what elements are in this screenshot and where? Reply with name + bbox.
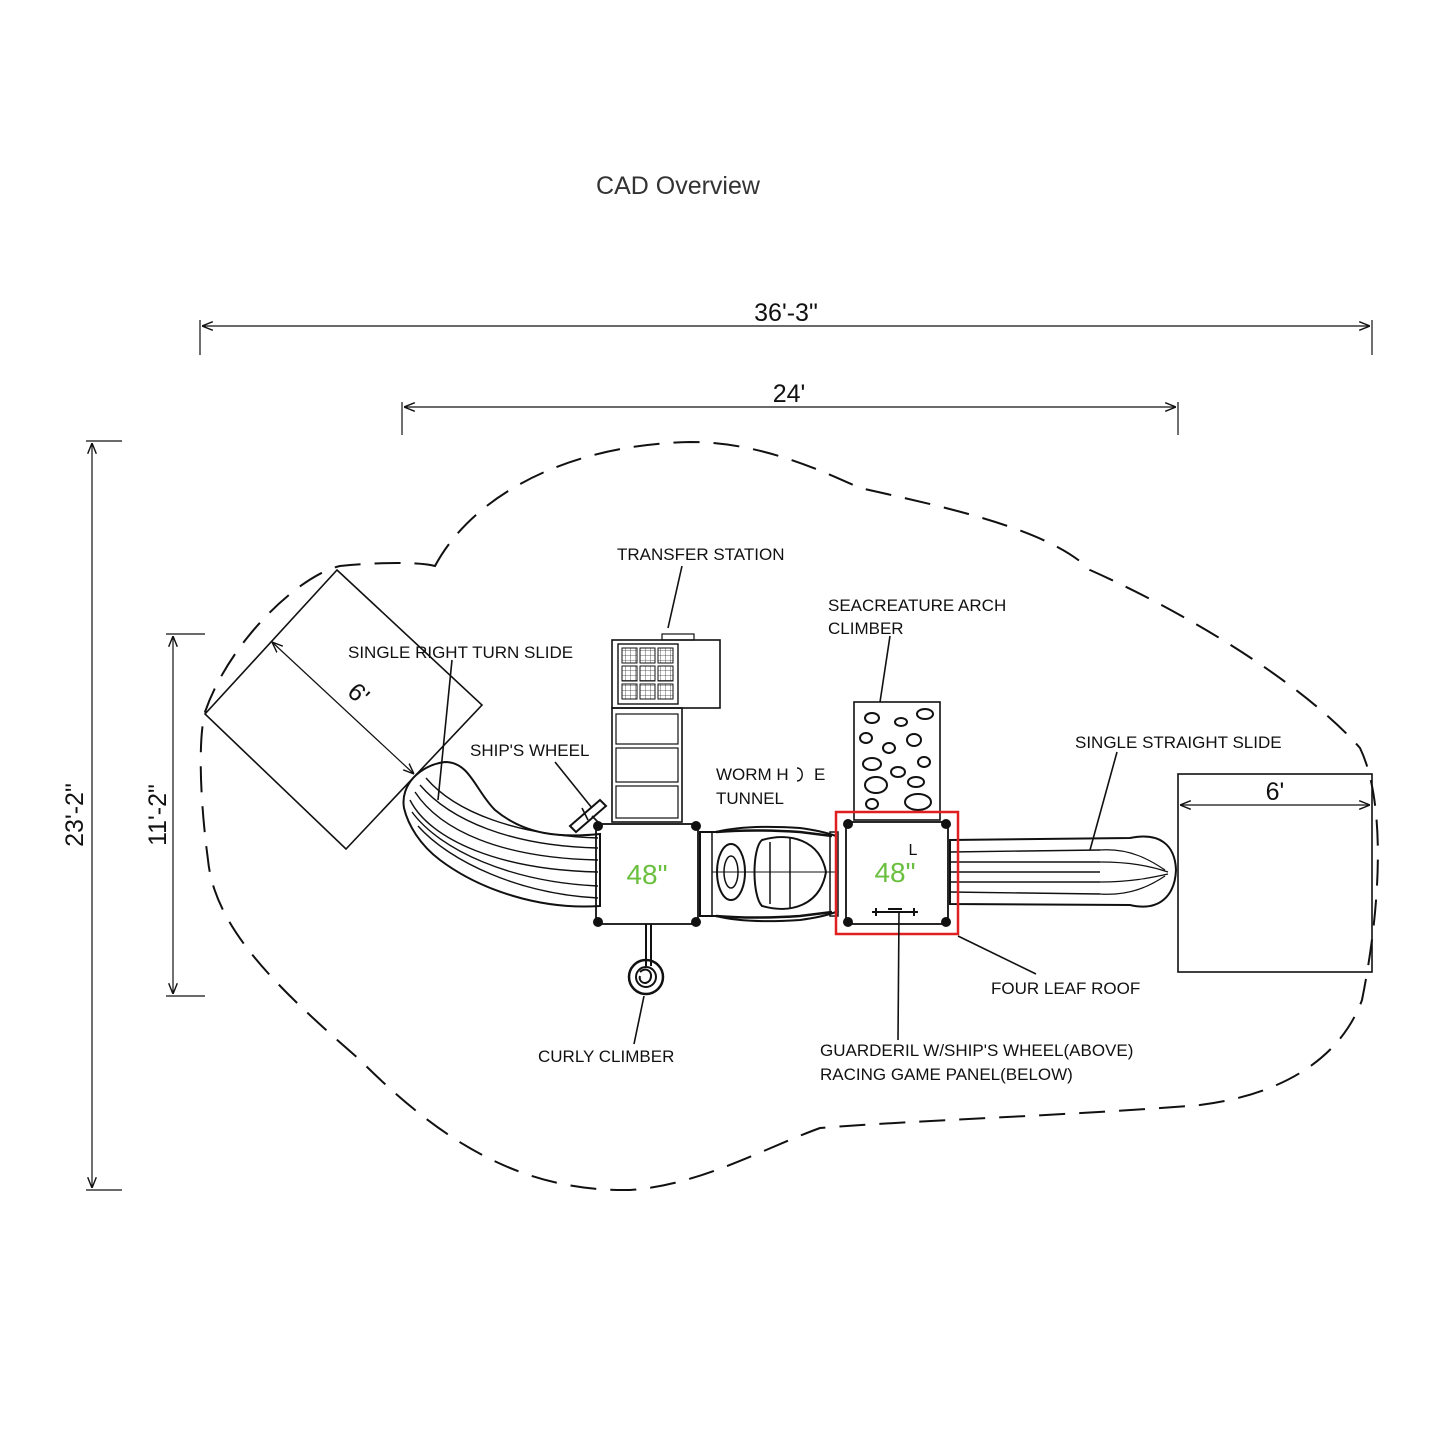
overall-width-label: 36'-3"	[754, 299, 818, 327]
inner-height-dimension: 11'-2"	[144, 633, 205, 997]
deck-right-mark: L	[909, 842, 918, 859]
four-leaf-roof-label: FOUR LEAF ROOF	[991, 979, 1140, 998]
leader-lines	[437, 565, 1118, 1045]
seacreature-arch-climber	[853, 701, 941, 821]
seacreature-climber-label-1: SEACREATURE ARCH	[828, 596, 1006, 615]
single-straight-slide	[949, 835, 1178, 908]
worm-hole-label-glyph	[796, 767, 803, 782]
overall-height-label: 23'-2"	[61, 783, 89, 847]
right-turn-slide-label: SINGLE RIGHT TURN SLIDE	[348, 643, 573, 662]
transfer-station	[611, 633, 721, 823]
deck-left-height: 48"	[626, 859, 667, 890]
overall-height-dimension: 23'-2"	[61, 440, 122, 1191]
deck-right-height: 48"	[874, 857, 915, 888]
transfer-station-label: TRANSFER STATION	[617, 545, 785, 564]
worm-hole-label-1-tail: E	[814, 765, 825, 784]
worm-hole-label-1: WORM H	[716, 765, 789, 784]
deck-left: 48"	[593, 821, 701, 927]
left-slide-runout-zone: 6'	[203, 568, 484, 851]
worm-hole-label-2: TUNNEL	[716, 789, 784, 808]
straight-slide-label: SINGLE STRAIGHT SLIDE	[1075, 733, 1282, 752]
curly-climber-label: CURLY CLIMBER	[538, 1047, 674, 1066]
right-slide-runout-zone: 6'	[1177, 773, 1373, 973]
deck-right: 48" L	[834, 810, 960, 936]
seacreature-climber-label-2: CLIMBER	[828, 619, 904, 638]
ships-wheel-label: SHIP'S WHEEL	[470, 741, 589, 760]
inner-width-label: 24'	[773, 380, 806, 408]
single-right-turn-slide	[402, 760, 601, 908]
left-runout-label: 6'	[342, 677, 375, 710]
ships-wheel	[568, 798, 608, 834]
deck-right-highlight	[834, 810, 960, 936]
curly-climber	[627, 924, 665, 996]
guardrail-label-2: RACING GAME PANEL(BELOW)	[820, 1065, 1073, 1084]
right-runout-label: 6'	[1266, 778, 1285, 806]
inner-width-dimension: 24'	[401, 380, 1179, 435]
page-title: CAD Overview	[596, 172, 761, 200]
inner-height-label: 11'-2"	[144, 784, 172, 846]
overall-width-dimension: 36'-3"	[199, 299, 1373, 355]
worm-hole-tunnel	[699, 825, 839, 923]
guardrail-label-1: GUARDERIL W/SHIP'S WHEEL(ABOVE)	[820, 1041, 1133, 1060]
